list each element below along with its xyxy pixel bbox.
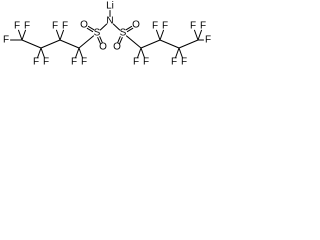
fluorine-label: F <box>205 35 211 46</box>
fluorine-label: F <box>14 21 20 32</box>
sulfur-label: S <box>94 28 101 39</box>
fluorine-label: F <box>43 57 49 68</box>
oxygen-label: O <box>99 42 107 53</box>
fluorine-label: F <box>152 21 158 32</box>
fluorine-label: F <box>71 57 77 68</box>
single-bond-line <box>197 29 202 41</box>
single-bond-line <box>59 39 80 49</box>
fluorine-label: F <box>24 21 30 32</box>
fluorine-label: F <box>52 21 58 32</box>
sulfur-label: S <box>120 28 127 39</box>
single-bond-line <box>99 23 108 31</box>
double-bond-line <box>117 36 121 43</box>
fluorine-label: F <box>143 57 149 68</box>
single-bond-line <box>59 29 64 41</box>
single-bond-line <box>159 39 180 49</box>
double-bond-line <box>87 25 95 31</box>
fluorine-label: F <box>81 57 87 68</box>
fluorine-label: F <box>181 57 187 68</box>
single-bond-line <box>21 29 26 41</box>
single-bond-line <box>78 35 95 49</box>
double-bond-line <box>97 37 101 44</box>
fluorine-label: F <box>33 57 39 68</box>
oxygen-label: O <box>132 20 140 31</box>
oxygen-label: O <box>80 20 88 31</box>
single-bond-line <box>75 47 80 59</box>
single-bond-line <box>140 39 161 49</box>
single-bond-line <box>21 39 42 49</box>
double-bond-line <box>125 25 133 31</box>
nitrogen-label: N <box>106 16 113 27</box>
fluorine-label: F <box>162 21 168 32</box>
fluorine-label: F <box>171 57 177 68</box>
single-bond-line <box>178 39 199 49</box>
single-bond-line <box>56 29 61 41</box>
double-bond-line <box>126 27 134 33</box>
single-bond-line <box>18 29 23 41</box>
single-bond-line <box>40 47 45 59</box>
single-bond-line <box>178 47 183 59</box>
fluorine-label: F <box>3 35 9 46</box>
double-bond-line <box>86 27 94 33</box>
single-bond-line <box>175 47 180 59</box>
single-bond-line <box>156 29 161 41</box>
double-bond-line <box>99 36 103 43</box>
single-bond-line <box>137 47 142 59</box>
oxygen-label: O <box>113 42 121 53</box>
single-bond-line <box>112 23 121 31</box>
single-bond-line <box>159 29 164 41</box>
single-bond-line <box>37 47 42 59</box>
fluorine-label: F <box>62 21 68 32</box>
fluorine-label: F <box>190 21 196 32</box>
single-bond-line <box>78 47 83 59</box>
single-bond-line <box>140 47 145 59</box>
fluorine-label: F <box>200 21 206 32</box>
single-bond-line <box>194 29 199 41</box>
fluorine-label: F <box>133 57 139 68</box>
double-bond-line <box>119 37 123 44</box>
lithium-label: Li <box>106 1 114 12</box>
single-bond-line <box>125 35 142 49</box>
bond-lines <box>10 10 204 59</box>
single-bond-line <box>40 39 61 49</box>
